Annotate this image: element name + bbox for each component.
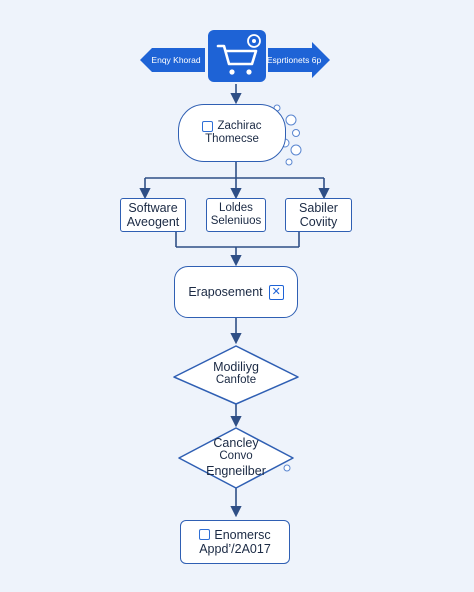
left-banner-text: Enqy Khorad: [151, 55, 200, 65]
cancley-node-line3: Engneilber: [206, 463, 266, 478]
engagement-node[interactable]: Eraposement ✕: [174, 266, 298, 318]
final-node-line1: Enomersc: [214, 527, 271, 542]
right-node-line2: Coviity: [299, 215, 338, 229]
software-node[interactable]: Software Aveogent: [120, 198, 186, 232]
modifying-node-line2: Canfote: [215, 374, 257, 387]
engagement-node-label: Eraposement: [188, 284, 263, 299]
close-icon: ✕: [268, 284, 284, 300]
right-banner-arrow: Esprtionets 6p: [267, 42, 330, 78]
software-node-line2: Aveogent: [126, 215, 180, 229]
modifying-decision-shape: [173, 345, 299, 405]
left-banner-arrow: Enqy Khorad: [140, 48, 205, 72]
document-icon: [199, 529, 211, 541]
right-node[interactable]: Sabiler Coviity: [285, 198, 352, 232]
shopping-cart-icon: [208, 30, 266, 82]
cancley-node[interactable]: Cancley Convo Engneilber: [180, 436, 292, 478]
modifying-node-line1: Modiliyg: [213, 360, 259, 374]
modifying-node[interactable]: Modiliyg Canfote: [176, 360, 296, 388]
top-node-line2: Thomecse: [205, 133, 259, 145]
right-node-line1: Sabiler: [299, 200, 338, 215]
final-node-line2: Appd’/2A017: [199, 542, 271, 556]
top-node[interactable]: Zachirac Thomecse: [178, 104, 286, 162]
final-node[interactable]: Enomersc Appd’/2A017: [180, 520, 290, 564]
middle-node-line1: Loldes: [219, 201, 253, 214]
middle-node-line2: Seleniuos: [210, 215, 262, 227]
cancley-decision-shape: [178, 427, 294, 489]
top-node-line1: Zachirac: [217, 119, 262, 132]
software-node-line1: Software: [128, 200, 178, 215]
app-icon: [202, 120, 214, 132]
cancley-node-line2: Convo: [219, 450, 253, 463]
cancley-node-line1: Cancley: [213, 436, 259, 450]
middle-node[interactable]: Loldes Seleniuos: [206, 198, 266, 232]
right-banner-text: Esprtionets 6p: [267, 55, 322, 65]
